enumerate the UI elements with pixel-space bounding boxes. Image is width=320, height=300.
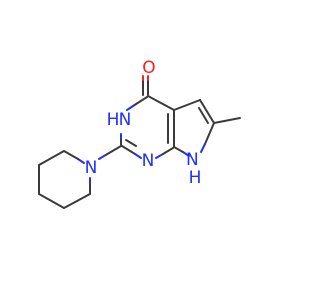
carbonyl-bond (142, 75, 149, 96)
molecule-structure: O HN N N N H (38, 58, 241, 209)
lactam-n-label: N (119, 110, 132, 130)
pyrimidine-n-label: N (142, 151, 155, 171)
piperidine-link (98, 145, 122, 160)
lactam-h-label: H (107, 110, 120, 130)
lactam-nh-label: HN (107, 110, 132, 130)
pyrimidine-ring (120, 95, 175, 159)
pyrrole-nh-label: N H (186, 150, 204, 188)
piperidine-ring (38, 150, 91, 209)
pyrrole-ring (173, 99, 215, 157)
pyrrole-h-label: H (189, 168, 202, 188)
piperidine-n-label: N (85, 158, 98, 178)
oxygen-atom-label: O (142, 58, 155, 78)
methyl-bond (213, 117, 241, 124)
pyrrole-n-label: N (186, 150, 199, 170)
